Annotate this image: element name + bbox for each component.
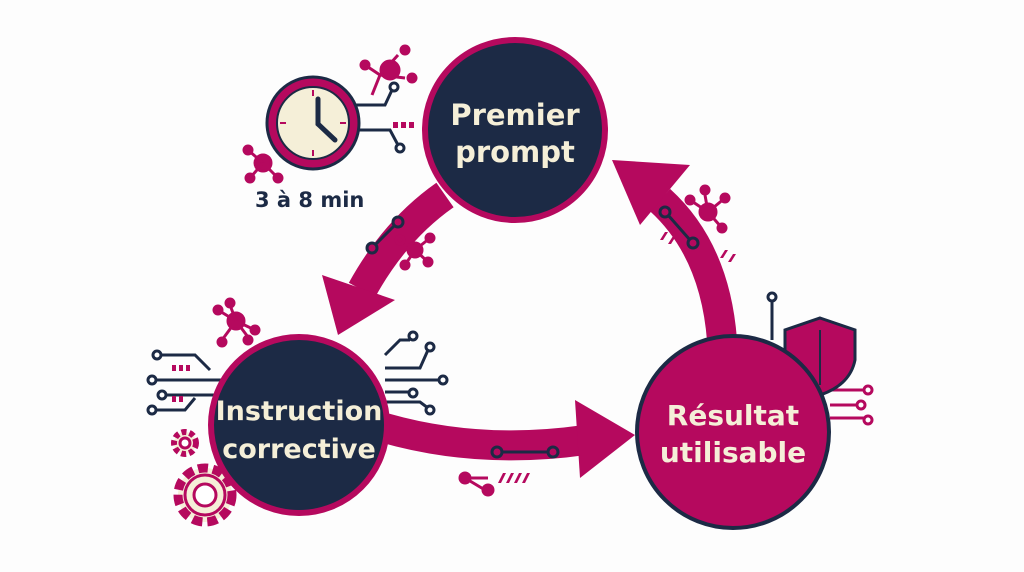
node-label-line1: Premier	[450, 98, 580, 132]
node-label-line2: utilisable	[660, 436, 806, 469]
node-label-line2: prompt	[455, 135, 575, 169]
dash-marks	[172, 122, 736, 483]
clock-icon	[265, 75, 361, 171]
arrow-instruction-to-resultat	[380, 400, 635, 478]
node-instruction-corrective: Instruction corrective	[208, 334, 390, 516]
circuit-icon	[365, 205, 700, 459]
node-resultat-utilisable: Résultat utilisable	[635, 334, 831, 530]
duration-label: 3 à 8 min	[255, 188, 364, 212]
gear-icon	[171, 429, 237, 527]
node-label-line2: corrective	[222, 434, 376, 465]
arrow-resultat-to-premier	[612, 160, 737, 342]
node-label-line1: Résultat	[667, 399, 799, 432]
network-node-icon	[212, 44, 731, 497]
node-label-line1: Instruction	[216, 396, 383, 427]
node-premier-prompt: Premier prompt	[422, 37, 608, 223]
